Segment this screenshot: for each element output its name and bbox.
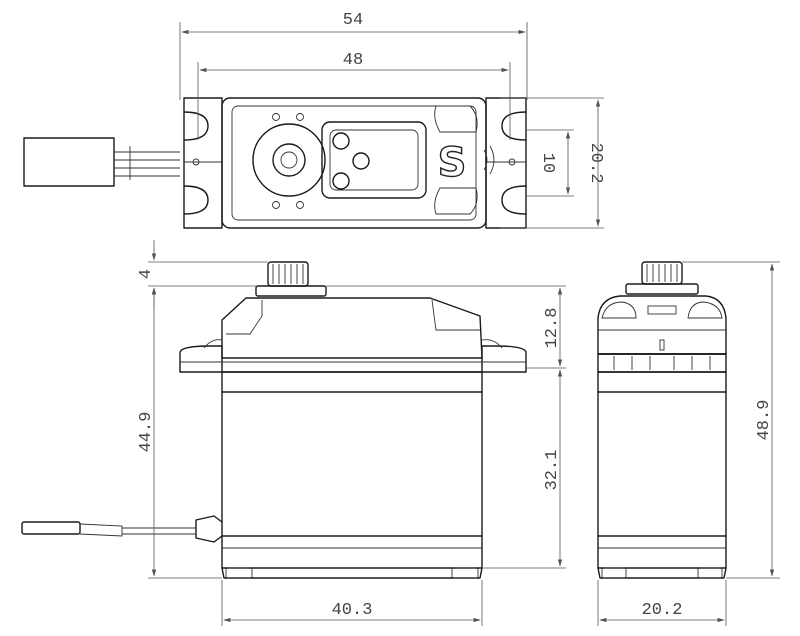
front-view	[21, 261, 527, 579]
dim-side-height: 48.9	[755, 400, 774, 441]
side-spline	[641, 261, 683, 285]
dim-body-height: 44.9	[137, 412, 156, 453]
front-upper-case	[221, 297, 483, 359]
top-view-dimensions: 54 48 20.2 10	[179, 11, 605, 229]
output-spline	[272, 143, 306, 177]
top-case	[221, 97, 487, 229]
dim-front-width: 40.3	[332, 601, 373, 620]
dim-spline-height: 4	[137, 269, 156, 279]
side-upper-case	[597, 295, 727, 355]
front-spline	[267, 261, 309, 287]
dim-body-depth: 20.2	[586, 143, 605, 184]
front-connector	[21, 521, 81, 535]
top-connector	[23, 137, 115, 187]
output-shaft-housing	[252, 123, 326, 197]
side-lower-case	[597, 371, 727, 569]
dim-lower-section: 32.1	[543, 450, 562, 491]
dim-overall-width: 54	[343, 11, 363, 30]
dim-mount-depth: 10	[538, 153, 557, 173]
logo-letter: S	[438, 140, 467, 186]
front-mounting-ears	[179, 345, 527, 373]
top-view: S	[23, 97, 527, 229]
dim-hole-spacing: 48	[343, 51, 363, 70]
front-view-dimensions: 4 44.9 12.8 32.1 40.3	[137, 240, 566, 626]
side-view	[597, 261, 727, 579]
front-lower-case	[221, 371, 483, 569]
dim-upper-section: 12.8	[543, 308, 562, 349]
dim-side-width: 20.2	[642, 601, 683, 620]
side-view-dimensions: 48.9 20.2	[597, 261, 780, 626]
top-cover-plate	[321, 121, 427, 199]
